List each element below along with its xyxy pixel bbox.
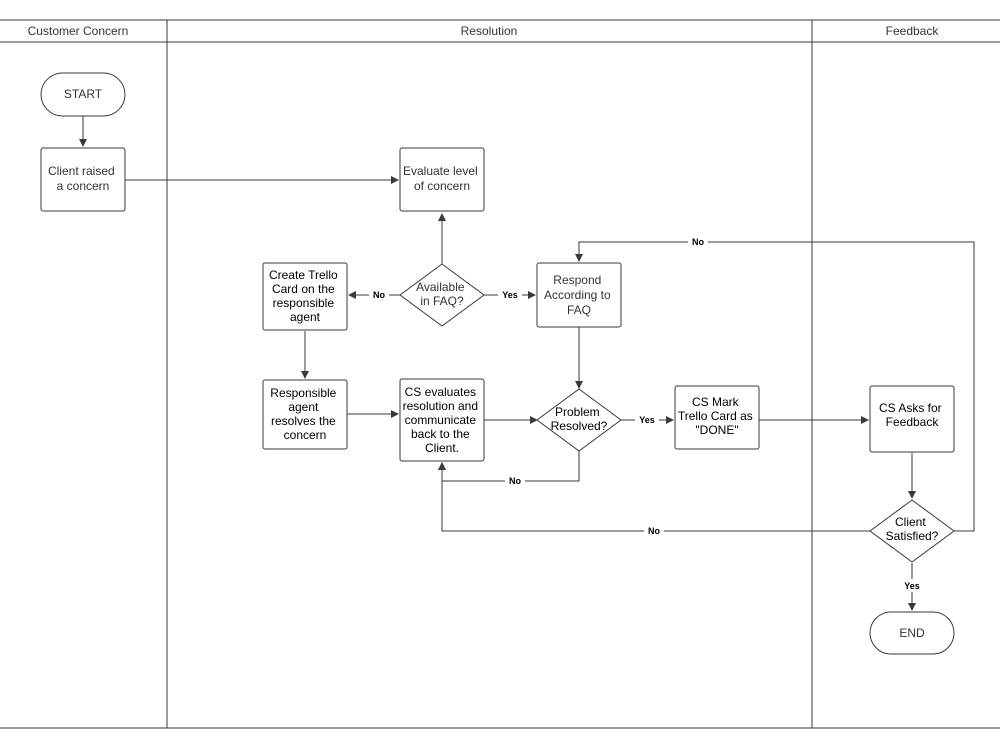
swimlane-frame: Customer Concern Resolution Feedback xyxy=(0,19,1000,729)
cs-feedback-label: CS Asks for Feedback xyxy=(879,401,945,429)
agent-resolves-label: Responsible agent resolves the concern xyxy=(270,386,339,442)
nodes: START Client raised a concern Evaluate l… xyxy=(40,72,955,655)
problem-resolved-decision: Problem Resolved? xyxy=(536,388,622,452)
start-shape xyxy=(40,72,126,117)
label-bg-satisfied-no-bottom xyxy=(644,524,664,537)
cs-feedback-shape xyxy=(869,385,955,453)
available-faq-label: Available in FAQ? xyxy=(416,280,468,308)
end-label: END xyxy=(899,626,925,640)
label-bg-faq-yes xyxy=(498,288,522,301)
evaluate-level-shape xyxy=(399,147,485,212)
client-satisfied-decision: Client Satisfied? xyxy=(869,499,955,563)
label-satisfied-no-top: No xyxy=(692,237,704,247)
evaluate-level-node: Evaluate level of concern xyxy=(399,147,485,212)
end-node: END xyxy=(869,611,955,655)
label-bg-faq-no xyxy=(369,288,389,301)
client-raised-node: Client raised a concern xyxy=(40,147,126,212)
evaluate-level-label: Evaluate level of concern xyxy=(403,164,481,193)
label-resolved-no: No xyxy=(509,476,521,486)
client-satisfied-shape xyxy=(869,499,955,563)
available-faq-decision: Available in FAQ? xyxy=(399,263,485,327)
label-faq-yes: Yes xyxy=(502,290,518,300)
label-faq-no: No xyxy=(373,290,385,300)
problem-resolved-label: Problem Resolved? xyxy=(551,405,608,433)
label-bg-resolved-no xyxy=(505,474,525,487)
respond-faq-shape xyxy=(536,262,622,328)
lane-header-feedback: Feedback xyxy=(886,24,940,38)
agent-resolves-node: Responsible agent resolves the concern xyxy=(262,379,348,450)
edge-satisfied-no-to-respond xyxy=(575,241,975,532)
edge-labels: No Yes Yes No No No Yes xyxy=(369,235,924,592)
lane-header-resolution: Resolution xyxy=(461,24,518,38)
edge-satisfied-no-to-cs-evaluates xyxy=(438,462,870,532)
label-satisfied-no-bottom: No xyxy=(648,526,660,536)
cs-evaluates-shape xyxy=(399,378,485,462)
edges xyxy=(79,116,975,611)
problem-resolved-shape xyxy=(536,388,622,452)
cs-mark-done-label: CS Mark Trello Card as "DONE" xyxy=(678,395,756,437)
respond-faq-label: Respond According to FAQ xyxy=(544,273,614,317)
label-bg-resolved-yes xyxy=(635,413,659,426)
client-raised-shape xyxy=(40,147,126,212)
label-resolved-yes: Yes xyxy=(639,415,655,425)
label-satisfied-yes: Yes xyxy=(904,581,920,591)
label-bg-satisfied-no-top xyxy=(688,235,708,248)
cs-mark-done-node: CS Mark Trello Card as "DONE" xyxy=(674,385,760,450)
label-bg-satisfied-yes xyxy=(900,579,924,592)
create-trello-node: Create Trello Card on the responsible ag… xyxy=(262,262,348,331)
start-node: START xyxy=(40,72,126,117)
cs-evaluates-label: CS evaluates resolution and communicate … xyxy=(403,385,482,455)
create-trello-shape xyxy=(262,262,348,331)
available-faq-shape xyxy=(399,263,485,327)
cs-evaluates-node: CS evaluates resolution and communicate … xyxy=(399,378,485,462)
cs-feedback-node: CS Asks for Feedback xyxy=(869,385,955,453)
end-shape xyxy=(869,611,955,655)
client-satisfied-label: Client Satisfied? xyxy=(886,515,939,543)
start-label: START xyxy=(64,87,103,101)
client-raised-label: Client raised a concern xyxy=(48,164,118,193)
create-trello-label: Create Trello Card on the responsible ag… xyxy=(269,268,341,324)
lane-header-customer-concern: Customer Concern xyxy=(28,24,129,38)
cs-mark-done-shape xyxy=(674,385,760,450)
agent-resolves-shape xyxy=(262,379,348,450)
respond-faq-node: Respond According to FAQ xyxy=(536,262,622,328)
